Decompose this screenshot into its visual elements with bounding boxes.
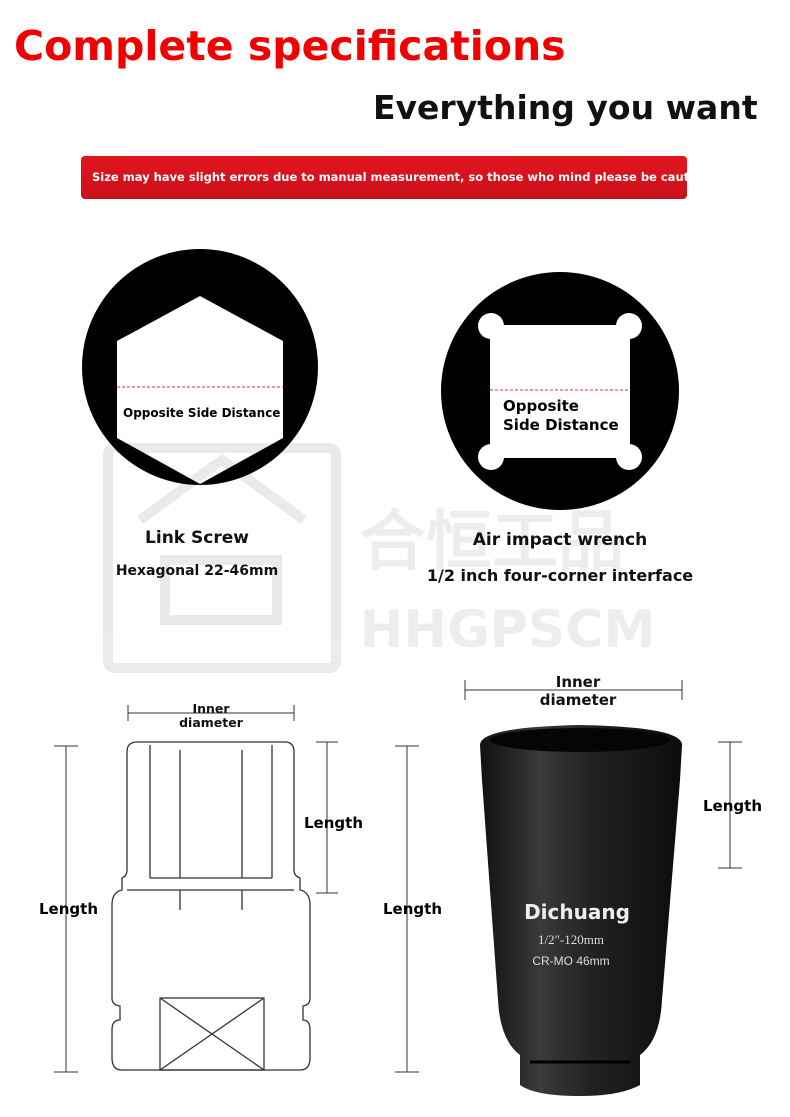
socket-size: 1/2"-120mm <box>538 932 604 947</box>
page-title: Complete specifications <box>14 22 566 70</box>
photo-total-length-label: Length <box>383 900 442 918</box>
square-inner-label-line2: Side Distance <box>503 416 619 434</box>
socket-material: CR-MO 46mm <box>532 954 610 968</box>
watermark-en: HHGPSCM <box>360 600 656 660</box>
drawing-inner-diameter-label: Inner diameter <box>179 702 243 730</box>
page-subtitle: Everything you want <box>373 88 758 127</box>
watermark-cn: 合恒工品 <box>360 503 624 580</box>
drawing-inner-length-label: Length <box>304 814 363 832</box>
socket-photo <box>480 725 682 1096</box>
square-inner-label-line1: Opposite <box>503 397 579 415</box>
hex-socket-icon <box>82 249 318 485</box>
inner-line2: diameter <box>179 715 243 730</box>
photo-depth-length-label: Length <box>703 797 762 815</box>
square-drive-spec: 1/2 inch four-corner interface <box>426 566 694 585</box>
photo-inner-line2: diameter <box>539 691 617 709</box>
dimension-lines <box>54 680 742 1073</box>
square-drive-name: Air impact wrench <box>472 530 648 550</box>
socket-brand: Dichuang <box>524 900 630 924</box>
hex-socket-name: Link Screw <box>145 528 249 548</box>
inner-line1: Inner <box>192 701 230 716</box>
watermark-logo-icon <box>103 443 341 673</box>
square-drive-icon <box>441 272 679 510</box>
measurement-notice-banner: Size may have slight errors due to manua… <box>81 156 720 199</box>
hex-socket-spec: Hexagonal 22-46mm <box>115 563 279 579</box>
square-inner-label: Opposite Side Distance <box>503 397 619 435</box>
drawing-total-length-label: Length <box>39 900 98 918</box>
photo-inner-line1: Inner <box>555 673 601 691</box>
photo-inner-diameter-label: Inner diameter <box>540 673 617 709</box>
hex-inner-label: Opposite Side Distance <box>123 406 281 420</box>
socket-line-drawing <box>111 741 311 1071</box>
